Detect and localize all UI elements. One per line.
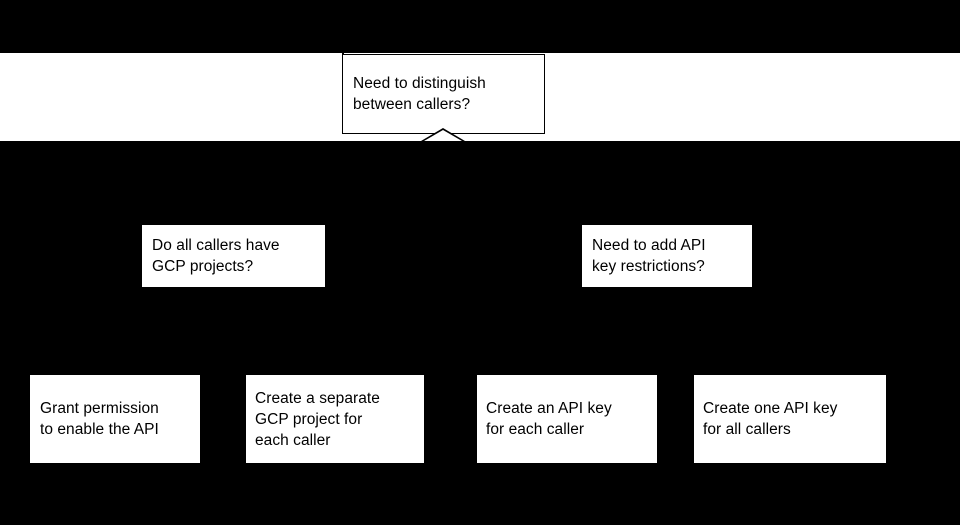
node-label: Create a separate GCP project for each c… [255, 389, 380, 449]
node-grant-permission-to-enable-the-api[interactable]: Grant permission to enable the API [30, 375, 200, 463]
node-need-to-add-api-key-restrictions[interactable]: Need to add API key restrictions? [582, 225, 752, 287]
node-create-a-separate-gcp-project-for-each-caller[interactable]: Create a separate GCP project for each c… [246, 375, 424, 463]
node-label: Do all callers have GCP projects? [152, 237, 280, 275]
node-label: Create one API key for all callers [703, 400, 838, 438]
node-need-to-distinguish-callers[interactable]: Need to distinguish between callers? [342, 54, 545, 134]
connector-arrowhead-root-bottom [421, 128, 465, 141]
node-create-one-api-key-for-all-callers[interactable]: Create one API key for all callers [694, 375, 886, 463]
node-label: Need to add API key restrictions? [592, 237, 706, 275]
node-label: Need to distinguish between callers? [353, 75, 486, 113]
node-label: Grant permission to enable the API [40, 400, 159, 438]
node-label: Create an API key for each caller [486, 400, 612, 438]
connector-line-root-top [342, 44, 344, 54]
node-create-an-api-key-for-each-caller[interactable]: Create an API key for each caller [477, 375, 657, 463]
node-do-all-callers-have-gcp-projects[interactable]: Do all callers have GCP projects? [142, 225, 325, 287]
